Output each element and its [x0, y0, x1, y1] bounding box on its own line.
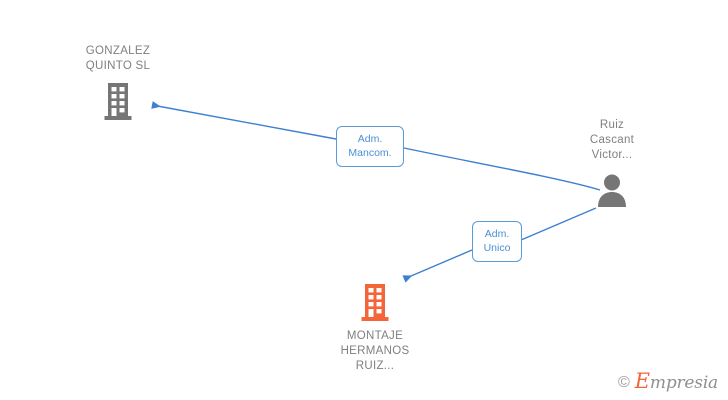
- brand-initial: E: [634, 369, 650, 393]
- node-ruiz-cascant-victor[interactable]: Ruiz Cascant Victor...: [537, 118, 687, 214]
- brand-name: Empresia: [635, 371, 718, 393]
- empresia-watermark: © Empresia: [617, 371, 718, 393]
- node-label-gonzalez-quinto: GONZALEZ QUINTO SL: [85, 45, 151, 72]
- edge-label-adm-unico[interactable]: Adm. Unico: [472, 221, 522, 262]
- node-label-ruiz-cascant-victor: Ruiz Cascant Victor...: [589, 119, 635, 161]
- node-icon-wrap-montaje-hermanos-ruiz: [300, 278, 450, 326]
- edge-adm-mancom-line: [151, 101, 601, 191]
- edge-label-adm-mancom[interactable]: Adm. Mancom.: [336, 126, 404, 167]
- building-icon: [361, 284, 389, 321]
- node-label-montaje-hermanos-ruiz: MONTAJE HERMANOS RUIZ...: [340, 330, 410, 372]
- copyright-icon: ©: [617, 373, 630, 391]
- brand-rest: mpresia: [649, 373, 718, 393]
- edge-adm-unico-line: [402, 207, 597, 283]
- node-icon-wrap-gonzalez-quinto: [43, 77, 193, 125]
- node-montaje-hermanos-ruiz[interactable]: MONTAJE HERMANOS RUIZ...: [300, 278, 450, 374]
- building-icon: [104, 83, 132, 120]
- person-icon: [598, 174, 626, 207]
- node-icon-wrap-ruiz-cascant-victor: [537, 166, 687, 214]
- node-gonzalez-quinto[interactable]: GONZALEZ QUINTO SL: [43, 44, 193, 125]
